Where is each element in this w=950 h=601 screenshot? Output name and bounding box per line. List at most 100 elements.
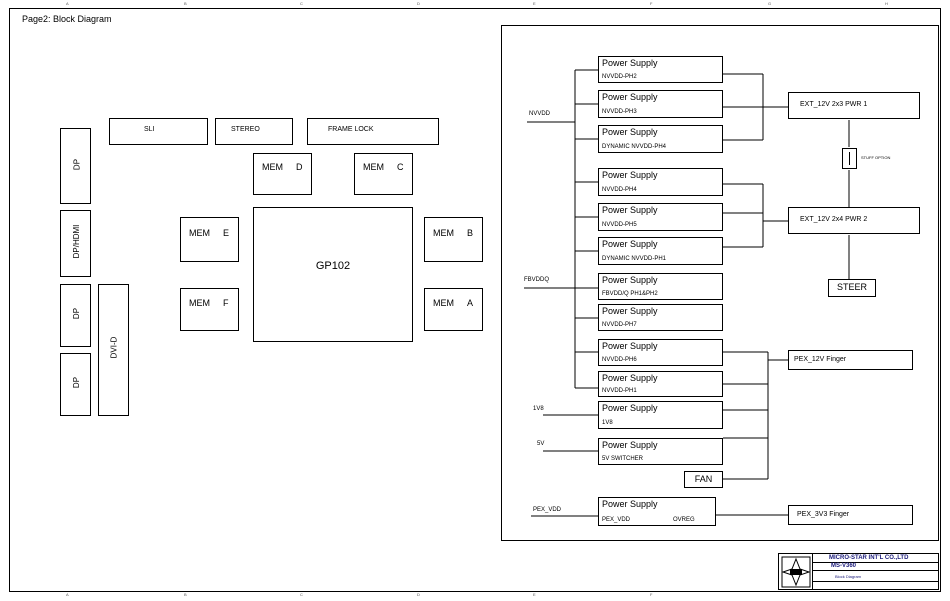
ps-sub: NVVDD-PH2 (602, 74, 637, 80)
gpu-label: GP102 (315, 260, 351, 272)
star-logo-icon (781, 556, 811, 588)
ps-title: Power Supply (602, 127, 658, 137)
title-divider-h1 (812, 562, 938, 563)
ps-title: Power Supply (602, 306, 658, 316)
power-supply-nvvdd-ph1: Power Supply NVVDD-PH1 (598, 371, 723, 397)
border-letter-a-bottom: A (66, 592, 69, 597)
power-supply-fbvddq: Power Supply FBVDD/Q PH1&PH2 (598, 273, 723, 300)
border-letter-f-bottom: F (650, 592, 653, 597)
nvvdd-rail-label: NVVDD (529, 111, 551, 117)
ps-title: Power Supply (602, 92, 658, 102)
ps-sub-ovreg: OVREG (673, 517, 695, 523)
ps-sub: FBVDD/Q PH1&PH2 (602, 291, 658, 297)
jumper-bar (849, 152, 850, 165)
ps-sub: NVVDD-PH5 (602, 222, 637, 228)
border-letter-b-bottom: B (184, 592, 187, 597)
power-section (501, 25, 939, 541)
pex-12v-finger-label: PEX_12V Finger (794, 356, 847, 363)
sheet-border (9, 8, 941, 592)
power-supply-pex-vdd: Power Supply PEX_VDD OVREG (598, 497, 716, 526)
mem-b-letter: B (467, 228, 474, 238)
ext-12v-pwr2-label: EXT_12V 2x4 PWR 2 (800, 216, 868, 223)
mem-e-label: MEM (189, 228, 210, 238)
title-divider-v (812, 554, 813, 589)
ps-sub: PEX_VDD (602, 517, 631, 523)
steer-block: STEER (828, 279, 876, 297)
border-letter-d-bottom: D (417, 592, 420, 597)
mem-c-letter: C (397, 162, 404, 172)
mem-d-letter: D (296, 162, 303, 172)
dp-port-1: DP (60, 128, 91, 204)
frame-lock-block: FRAME LOCK (307, 118, 439, 145)
border-letter-g-top: G (768, 1, 772, 6)
ext-12v-pwr2-connector: EXT_12V 2x4 PWR 2 (788, 207, 920, 234)
ps-title: Power Supply (602, 403, 658, 413)
stereo-block: STEREO (215, 118, 293, 145)
dp-port-3: DP (60, 353, 91, 416)
ps-sub: NVVDD-PH6 (602, 357, 637, 363)
model-number: MS-V360 (831, 563, 857, 569)
steer-label: STEER (836, 282, 867, 292)
stuff-option-jumper (842, 148, 857, 169)
stereo-label: STEREO (231, 126, 260, 133)
dvi-d-port: DVI-D (98, 284, 129, 416)
ps-sub: NVVDD-PH3 (602, 109, 637, 115)
ps-title: Power Supply (602, 341, 658, 351)
border-letter-d-top: D (417, 1, 420, 6)
ps-sub: 1V8 (602, 420, 613, 426)
mem-b-label: MEM (433, 228, 454, 238)
ps-title: Power Supply (602, 58, 658, 68)
ps-sub: DYNAMIC NVVDD-PH4 (602, 144, 667, 150)
mem-e-letter: E (223, 228, 230, 238)
pex-vdd-rail-label: PEX_VDD (533, 507, 562, 513)
page-title: Page2: Block Diagram (22, 14, 112, 24)
dvi-d-port-label: DVI-D (109, 336, 119, 359)
ps-title: Power Supply (602, 275, 658, 285)
ext-12v-pwr1-label: EXT_12V 2x3 PWR 1 (800, 101, 868, 108)
power-supply-nvvdd-ph2: Power Supply NVVDD-PH2 (598, 56, 723, 83)
ps-title: Power Supply (602, 239, 658, 249)
border-letter-f-top: F (650, 1, 653, 6)
border-letter-e-bottom: E (533, 592, 536, 597)
ext-12v-pwr1-connector: EXT_12V 2x3 PWR 1 (788, 92, 920, 119)
power-supply-nvvdd-ph3: Power Supply NVVDD-PH3 (598, 90, 723, 118)
title-block: MICRO-STAR INT'L CO.,LTD MS-V360 Block D… (778, 553, 939, 590)
ps-title: Power Supply (602, 170, 658, 180)
ps-sub: NVVDD-PH4 (602, 187, 637, 193)
mem-f-label: MEM (189, 298, 210, 308)
mem-a-letter: A (467, 298, 474, 308)
power-supply-5v-switcher: Power Supply 5V SWITCHER (598, 438, 723, 465)
ps-sub: DYNAMIC NVVDD-PH1 (602, 256, 667, 262)
power-supply-dynamic-nvvdd-ph4: Power Supply DYNAMIC NVVDD-PH4 (598, 125, 723, 153)
dp-hdmi-port: DP/HDMI (60, 210, 91, 277)
border-letter-c-top: C (300, 1, 303, 6)
dp-port-3-label: DP (72, 376, 81, 389)
fan-block: FAN (684, 471, 723, 488)
power-supply-nvvdd-ph4: Power Supply NVVDD-PH4 (598, 168, 723, 196)
title-divider-h3 (812, 581, 938, 582)
mem-a-block: MEM A (424, 288, 483, 331)
pex-12v-finger-connector: PEX_12V Finger (788, 350, 913, 370)
mem-c-label: MEM (363, 162, 384, 172)
fan-label: FAN (694, 474, 713, 484)
mem-d-block: MEM D (253, 153, 312, 195)
document-title: Block Diagram (835, 574, 862, 579)
mem-a-label: MEM (433, 298, 454, 308)
company-logo (781, 556, 811, 588)
1v8-rail-label: 1V8 (533, 406, 544, 412)
pex-3v3-finger-label: PEX_3V3 Finger (797, 511, 850, 518)
5v-rail-label: 5V (537, 441, 545, 447)
mem-e-block: MEM E (180, 217, 239, 262)
company-name: MICRO-STAR INT'L CO.,LTD (829, 555, 909, 561)
ps-title: Power Supply (602, 440, 658, 450)
gpu-block: GP102 (253, 207, 413, 342)
dp-port-2: DP (60, 284, 91, 347)
power-supply-nvvdd-ph7: Power Supply NVVDD-PH7 (598, 304, 723, 331)
border-letter-c-bottom: C (300, 592, 303, 597)
ps-title: Power Supply (602, 499, 658, 509)
border-letter-e-top: E (533, 1, 536, 6)
ps-sub: NVVDD-PH7 (602, 322, 637, 328)
sli-block: SLI (109, 118, 208, 145)
mem-b-block: MEM B (424, 217, 483, 262)
stuff-option-label: STUFF OPTION (861, 155, 891, 160)
